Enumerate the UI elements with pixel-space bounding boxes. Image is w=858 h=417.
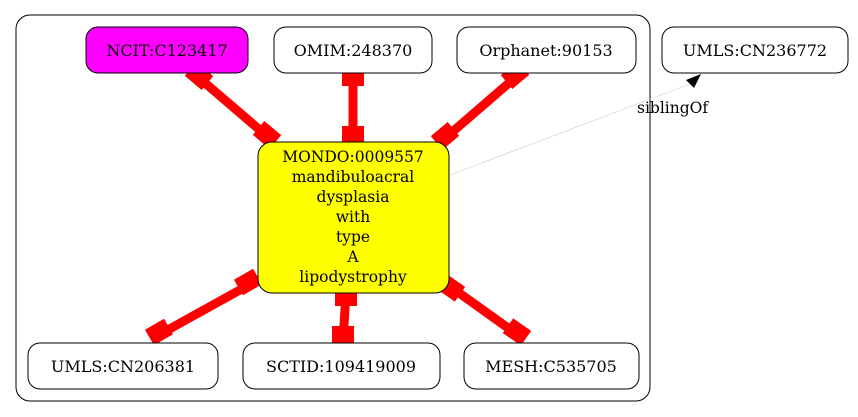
node-mesh[interactable]: MESH:C535705 [463,342,640,390]
node-umls-236772-label: UMLS:CN236772 [683,41,827,60]
node-mesh-label: MESH:C535705 [485,357,617,376]
node-orphanet-label: Orphanet:90153 [479,41,612,60]
node-umls-236772[interactable]: UMLS:CN236772 [661,26,849,74]
cluster-box [15,14,651,402]
node-umls-206381[interactable]: UMLS:CN206381 [27,342,219,390]
edge-mesh-end-bottom [502,318,532,346]
edge-umls-206381-end-top [233,268,263,296]
node-orphanet[interactable]: Orphanet:90153 [456,26,637,74]
edge-orphanet [440,72,520,144]
node-sctid-label: SCTID:109419009 [266,357,416,376]
node-center[interactable]: MONDO:0009557 mandibuloacral dysplasia w… [257,141,450,294]
node-center-line-1: mandibuloacral [292,168,415,186]
node-omim[interactable]: OMIM:248370 [273,26,433,74]
node-ncit-label: NCIT:C123417 [106,41,227,60]
edge-umls-206381-end-bottom [144,318,174,346]
node-center-line-3: with [336,208,370,226]
sibling-edge [449,83,691,176]
node-sctid[interactable]: SCTID:109419009 [242,342,441,390]
node-ncit[interactable]: NCIT:C123417 [85,26,249,74]
edge-omim-end-bottom [342,126,364,144]
edge-ncit [195,73,271,141]
edge-sctid-end-bottom [332,326,354,344]
node-center-id: MONDO:0009557 [282,148,424,166]
node-center-line-5: A [346,248,359,266]
sibling-arrowhead [686,74,701,88]
node-center-line-6: lipodystrophy [299,268,407,286]
sibling-edge-label: siblingOf [637,99,709,117]
node-omim-label: OMIM:248370 [294,41,413,60]
node-center-line-2: dysplasia [317,188,390,206]
node-umls-206381-label: UMLS:CN206381 [51,357,195,376]
node-center-line-4: type [336,228,370,246]
